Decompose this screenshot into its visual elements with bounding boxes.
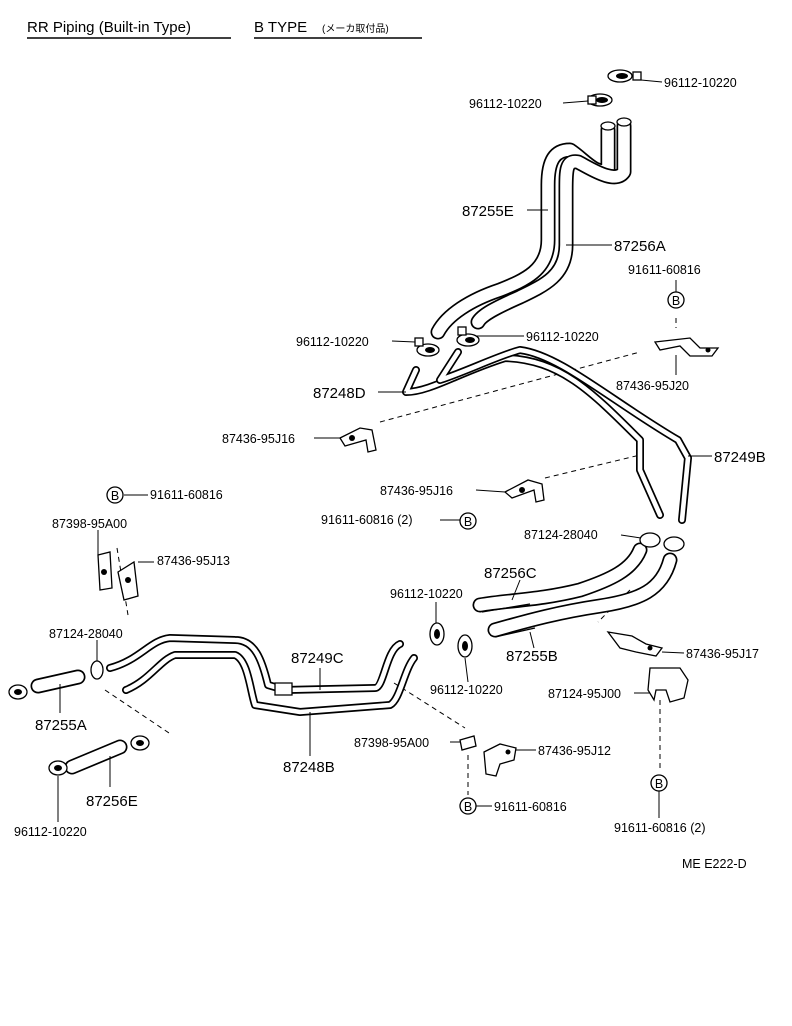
label-87124-95J00: 87124-95J00	[548, 687, 621, 701]
label-87256E: 87256E	[86, 793, 138, 810]
label-87249C: 87249C	[291, 650, 344, 667]
leader-lines	[57, 79, 712, 822]
label-91611-60816-e: 91611-60816 (2)	[614, 821, 706, 835]
clamp-left-3	[48, 760, 68, 776]
pipe-87249C	[106, 634, 404, 694]
header: RR Piping (Built-in Type) B TYPE (メーカ取付品…	[27, 19, 422, 39]
label-87255E: 87255E	[462, 203, 514, 220]
bracket-87249C-clip	[274, 682, 293, 696]
bolt-marker-3: B	[459, 512, 477, 530]
bracket-87398-95A00-b	[459, 735, 477, 751]
middle-hose-pair	[472, 542, 678, 638]
label-96112-10220-b: 96112-10220	[469, 97, 542, 111]
svg-text:B: B	[464, 800, 472, 814]
hose-87256E	[64, 739, 128, 775]
label-87248D: 87248D	[313, 385, 366, 402]
label-87436-95J17: 87436-95J17	[686, 647, 759, 661]
label-87124-28040-a: 87124-28040	[524, 528, 598, 542]
label-87248B: 87248B	[283, 759, 335, 776]
clamp-mid-1	[414, 337, 440, 357]
clamp-top-2	[587, 93, 613, 107]
svg-text:B: B	[111, 489, 119, 503]
label-87256C: 87256C	[484, 565, 537, 582]
title-right-note: (メーカ取付品)	[322, 22, 389, 35]
label-96112-10220-f: 96112-10220	[430, 683, 503, 697]
clamp-lower-2	[457, 634, 473, 658]
label-96112-10220-a: 96112-10220	[664, 76, 737, 90]
svg-text:B: B	[655, 777, 663, 791]
label-87436-95J13: 87436-95J13	[157, 554, 230, 568]
title-right: B TYPE	[254, 19, 307, 36]
label-87436-95J12: 87436-95J12	[538, 744, 611, 758]
label-87398-95A00-a: 87398-95A00	[52, 517, 127, 531]
bracket-87436-95J16-a	[339, 427, 377, 453]
clamp-left-2	[130, 735, 150, 751]
bolt-markers: B B B B B	[106, 291, 685, 815]
label-87124-28040-b: 87124-28040	[49, 627, 123, 641]
label-87436-95J16-a: 87436-95J16	[222, 432, 295, 446]
label-91611-60816-b: 91611-60816 (2)	[321, 513, 413, 527]
label-87256A: 87256A	[614, 238, 666, 255]
bracket-87436-95J12	[483, 743, 517, 777]
label-96112-10220-d: 96112-10220	[526, 330, 599, 344]
label-87249B: 87249B	[714, 449, 766, 466]
title-left: RR Piping (Built-in Type)	[27, 19, 191, 36]
label-96112-10220-g: 96112-10220	[14, 825, 87, 839]
clamps	[8, 69, 685, 776]
reference-code: ME E222-D	[682, 857, 747, 871]
bolt-marker-1: B	[667, 291, 685, 309]
clamp-left-1	[8, 684, 28, 700]
svg-text:B: B	[464, 515, 472, 529]
brackets	[97, 337, 720, 777]
svg-text:B: B	[672, 294, 680, 308]
label-96112-10220-c: 96112-10220	[296, 335, 369, 349]
label-87436-95J20: 87436-95J20	[616, 379, 689, 393]
clamp-lower-1	[429, 622, 445, 646]
pipe-87248B	[122, 651, 418, 716]
label-87255B: 87255B	[506, 648, 558, 665]
bracket-87436-95J17	[606, 631, 664, 657]
bolt-marker-5: B	[650, 774, 668, 792]
pipe-87249B	[436, 346, 692, 524]
clamp-top-1	[607, 69, 642, 83]
label-91611-60816-a: 91611-60816	[628, 263, 701, 277]
clamp-87124-a	[639, 532, 685, 552]
label-91611-60816-d: 91611-60816	[494, 800, 567, 814]
clamp-mid-2	[456, 326, 480, 347]
bolt-marker-2: B	[106, 486, 124, 504]
label-91611-60816-c: 91611-60816	[150, 488, 223, 502]
bracket-87124-95J00	[647, 667, 689, 703]
pipe-87248D	[402, 354, 664, 519]
label-87398-95A00-b: 87398-95A00	[354, 736, 429, 750]
hose-87255A	[30, 669, 86, 694]
bracket-87436-95J16-b	[503, 479, 545, 503]
label-87436-95J16-b: 87436-95J16	[380, 484, 453, 498]
bracket-87436-95J20	[653, 337, 720, 357]
label-87255A: 87255A	[35, 717, 87, 734]
upper-hose-pair	[430, 117, 632, 340]
bolt-marker-4: B	[459, 797, 477, 815]
bracket-87398-95A00-a	[97, 551, 113, 591]
clamp-87124-b	[90, 660, 104, 680]
label-96112-10220-e: 96112-10220	[390, 587, 463, 601]
part-labels: 96112-10220 96112-10220 87255E 87256A 91…	[14, 76, 766, 871]
bracket-87436-95J13	[117, 560, 139, 601]
